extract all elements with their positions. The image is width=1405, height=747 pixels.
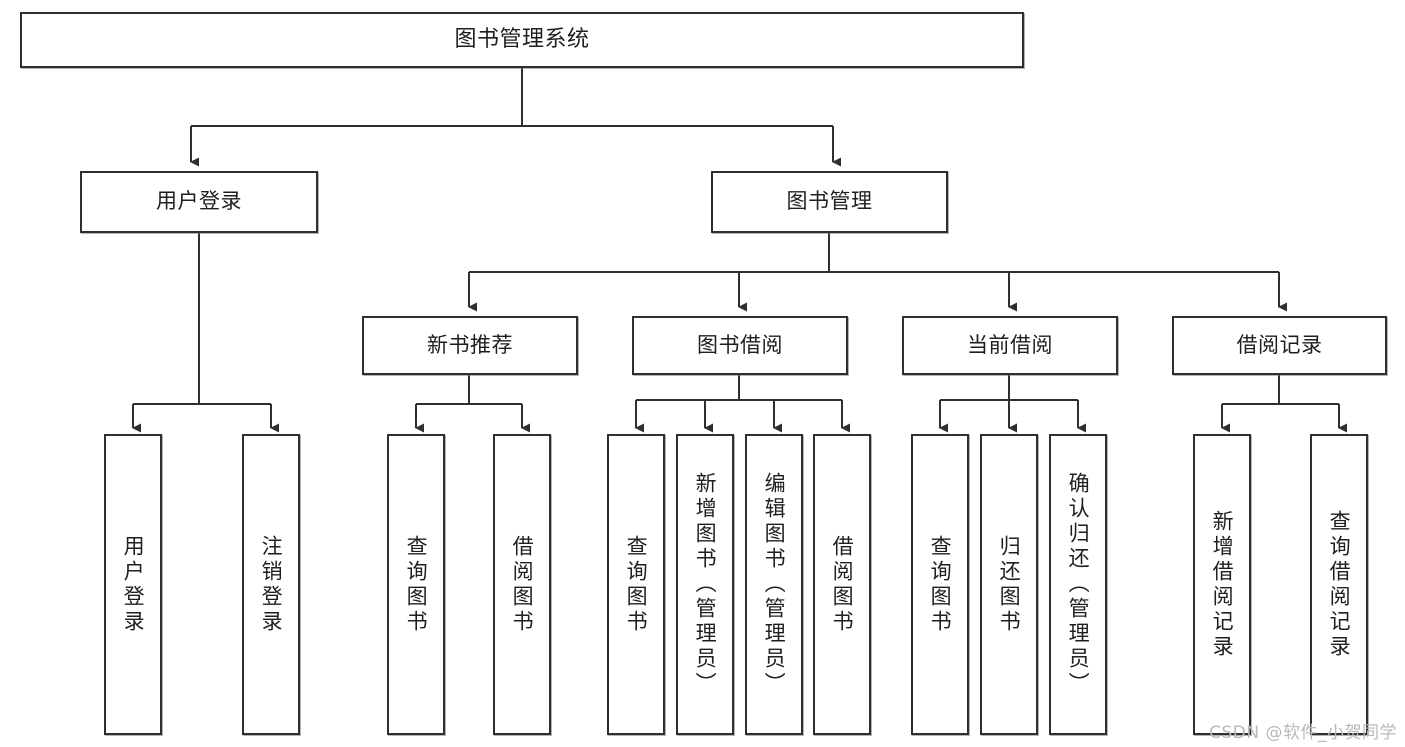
leaf-logout[interactable]: 注销登录 xyxy=(242,434,300,735)
leaf-add-book-admin[interactable]: 新增图书（管理员） xyxy=(676,434,734,735)
node-root-book-management-system[interactable]: 图书管理系统 xyxy=(20,12,1024,68)
node-current-borrowing[interactable]: 当前借阅 xyxy=(902,316,1118,375)
leaf-query-borrow-record[interactable]: 查询借阅记录 xyxy=(1310,434,1368,735)
node-label: 图书管理系统 xyxy=(454,26,590,52)
leaf-borrow-books[interactable]: 借阅图书 xyxy=(813,434,871,735)
node-label: 用户登录 xyxy=(156,189,242,214)
node-label: 确认归还（管理员） xyxy=(1066,472,1091,697)
leaf-add-borrow-record[interactable]: 新增借阅记录 xyxy=(1193,434,1251,735)
leaf-user-login[interactable]: 用户登录 xyxy=(104,434,162,735)
node-label: 新增图书（管理员） xyxy=(693,472,718,697)
node-user-login[interactable]: 用户登录 xyxy=(80,171,318,233)
leaf-confirm-return-admin[interactable]: 确认归还（管理员） xyxy=(1049,434,1107,735)
leaf-borrow-books-recommend[interactable]: 借阅图书 xyxy=(493,434,551,735)
leaf-query-books-current[interactable]: 查询图书 xyxy=(911,434,969,735)
node-label: 用户登录 xyxy=(121,534,146,635)
node-label: 查询图书 xyxy=(404,534,429,635)
leaf-query-books-recommend[interactable]: 查询图书 xyxy=(387,434,445,735)
node-label: 归还图书 xyxy=(997,534,1022,635)
node-label: 查询图书 xyxy=(624,534,649,635)
node-new-book-recommendation[interactable]: 新书推荐 xyxy=(362,316,578,375)
node-label: 图书管理 xyxy=(786,189,873,214)
leaf-return-books[interactable]: 归还图书 xyxy=(980,434,1038,735)
leaf-edit-book-admin[interactable]: 编辑图书（管理员） xyxy=(745,434,803,735)
node-label: 借阅记录 xyxy=(1236,332,1323,357)
node-label: 注销登录 xyxy=(259,534,284,635)
leaf-query-books-borrow[interactable]: 查询图书 xyxy=(607,434,665,735)
node-label: 新书推荐 xyxy=(427,332,513,357)
csdn-watermark: CSDN @软件_小贺同学 xyxy=(1209,723,1397,743)
node-book-borrowing[interactable]: 图书借阅 xyxy=(632,316,848,375)
node-borrowing-records[interactable]: 借阅记录 xyxy=(1172,316,1387,375)
node-label: 借阅图书 xyxy=(830,534,855,635)
node-label: 查询借阅记录 xyxy=(1327,509,1352,660)
node-label: 编辑图书（管理员） xyxy=(762,472,787,697)
node-label: 图书借阅 xyxy=(697,332,783,357)
node-book-management[interactable]: 图书管理 xyxy=(711,171,948,233)
node-label: 新增借阅记录 xyxy=(1210,509,1235,660)
node-label: 借阅图书 xyxy=(510,534,535,635)
node-label: 查询图书 xyxy=(928,534,953,635)
node-label: 当前借阅 xyxy=(967,332,1053,357)
